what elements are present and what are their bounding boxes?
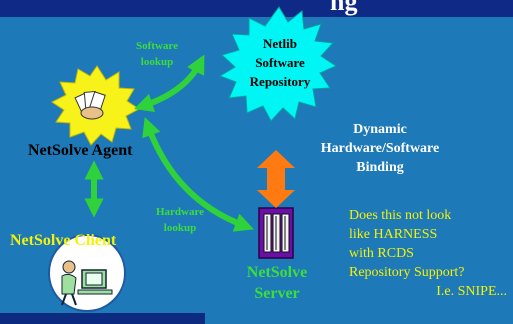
server-rack-icon xyxy=(258,207,294,259)
agent-label: NetSolve Agent xyxy=(28,142,133,159)
binding-arrow xyxy=(257,150,295,208)
harness-note: Does this not look like HARNESS with RCD… xyxy=(349,206,507,301)
netlib-starburst xyxy=(218,6,338,122)
slide-title-fragment: ng xyxy=(330,0,358,16)
software-lookup-label: Software lookup xyxy=(136,40,178,68)
netlib-repository-label: Netlib Software Repository xyxy=(249,36,311,89)
note-line: Repository Support? xyxy=(349,265,465,280)
person-at-computer-icon xyxy=(61,260,113,306)
note-last-line: I.e. SNIPE... xyxy=(436,284,507,299)
bottom-band xyxy=(0,313,205,324)
note-line: Does this not look xyxy=(349,208,452,223)
note-line: with RCDS xyxy=(349,246,414,261)
hardware-lookup-label: Hardware lookup xyxy=(155,206,205,234)
client-label: NetSolve Client xyxy=(10,232,117,249)
title-band: ng xyxy=(0,0,513,17)
dynamic-binding-label: Dynamic Hardware/Software Binding xyxy=(320,122,440,175)
software-lookup-arrow xyxy=(133,54,205,113)
hardware-lookup-arrow xyxy=(142,116,254,232)
server-label: NetSolve Server xyxy=(246,264,308,302)
note-line: like HARNESS xyxy=(349,227,438,242)
hand-of-cards-icon xyxy=(74,90,106,120)
